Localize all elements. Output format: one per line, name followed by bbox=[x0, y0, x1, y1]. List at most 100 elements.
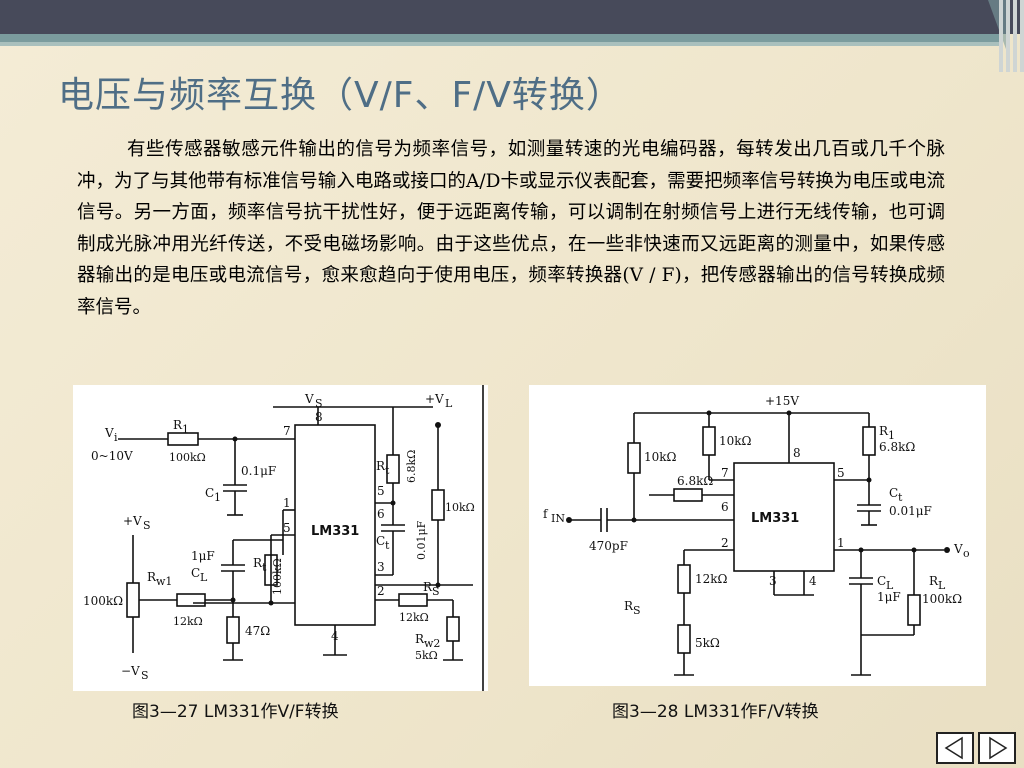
svg-text:L: L bbox=[938, 579, 946, 592]
figure-fv-circuit: LM331 +15V 10kΩ 10kΩ 6.8kΩ R 1 6.8kΩ f I… bbox=[529, 385, 986, 686]
triangle-left-icon bbox=[944, 736, 963, 760]
svg-text:5kΩ: 5kΩ bbox=[695, 636, 720, 650]
svg-text:R: R bbox=[929, 574, 939, 588]
svg-text:t: t bbox=[262, 561, 267, 574]
svg-text:R: R bbox=[415, 632, 425, 646]
svg-text:0.01μF: 0.01μF bbox=[889, 504, 932, 518]
svg-text:L: L bbox=[886, 579, 894, 592]
svg-text:i: i bbox=[114, 431, 118, 444]
svg-text:S: S bbox=[141, 669, 149, 682]
svg-text:6: 6 bbox=[721, 500, 729, 514]
slide-paragraph: 有些传感器敏感元件输出的信号为频率信号，如测量转速的光电编码器，每转发出几百或几… bbox=[77, 139, 945, 318]
fv-chip-label: LM331 bbox=[751, 511, 799, 526]
svg-text:t: t bbox=[898, 491, 903, 504]
svg-text:0.1μF: 0.1μF bbox=[241, 464, 276, 478]
svg-text:C: C bbox=[191, 566, 200, 580]
svg-text:R: R bbox=[423, 580, 433, 594]
svg-text:C: C bbox=[877, 574, 886, 588]
vf-label-vl: +V bbox=[425, 392, 444, 406]
svg-text:12kΩ: 12kΩ bbox=[695, 572, 728, 586]
svg-text:5: 5 bbox=[837, 466, 845, 480]
svg-text:S: S bbox=[432, 585, 440, 598]
svg-text:IN: IN bbox=[551, 512, 565, 525]
svg-text:2: 2 bbox=[721, 536, 729, 550]
svg-text:C: C bbox=[376, 534, 385, 548]
svg-text:12kΩ: 12kΩ bbox=[399, 611, 429, 624]
vf-label-vs: V bbox=[304, 392, 314, 406]
svg-text:−V: −V bbox=[121, 664, 140, 678]
svg-text:1: 1 bbox=[182, 423, 189, 436]
svg-text:10kΩ: 10kΩ bbox=[719, 434, 752, 448]
svg-text:5: 5 bbox=[283, 521, 291, 535]
vf-label-vi-range: 0~10V bbox=[91, 449, 133, 463]
banner-stripe-light bbox=[0, 42, 1000, 46]
fv-lm331-chip-box bbox=[733, 462, 835, 572]
vf-chip-label: LM331 bbox=[311, 524, 359, 539]
svg-text:7: 7 bbox=[283, 424, 291, 438]
svg-text:1: 1 bbox=[837, 536, 845, 550]
svg-text:t: t bbox=[385, 464, 390, 477]
svg-text:6.8kΩ: 6.8kΩ bbox=[879, 440, 915, 454]
svg-text:w1: w1 bbox=[156, 575, 172, 588]
prev-slide-button[interactable] bbox=[936, 732, 974, 764]
figure-vf-circuit: LM331 V S +V L V i 0~10V R 1 100kΩ 0.1μF… bbox=[73, 385, 488, 691]
svg-text:t: t bbox=[385, 539, 390, 552]
svg-text:8: 8 bbox=[793, 446, 801, 460]
vf-label-vi: V bbox=[104, 426, 114, 440]
svg-text:+15V: +15V bbox=[765, 394, 799, 408]
banner-stripe bbox=[0, 34, 1000, 42]
svg-text:4: 4 bbox=[809, 574, 817, 588]
svg-text:V: V bbox=[953, 542, 963, 556]
fv-circuit-diagram: LM331 +15V 10kΩ 10kΩ 6.8kΩ R 1 6.8kΩ f I… bbox=[543, 394, 970, 676]
svg-text:100kΩ: 100kΩ bbox=[271, 558, 284, 595]
svg-text:L: L bbox=[445, 397, 453, 410]
svg-text:47Ω: 47Ω bbox=[245, 624, 270, 638]
svg-text:10kΩ: 10kΩ bbox=[445, 501, 475, 514]
svg-text:R: R bbox=[376, 459, 386, 473]
svg-text:1: 1 bbox=[214, 491, 221, 504]
figure-fv-caption: 图3—28 LM331作F/V转换 bbox=[612, 702, 819, 722]
slide-title: 电压与频率互换（V/F、F/V转换） bbox=[58, 75, 623, 116]
svg-text:6.8kΩ: 6.8kΩ bbox=[405, 450, 418, 483]
next-slide-button[interactable] bbox=[978, 732, 1016, 764]
vf-circuit-diagram: LM331 V S +V L V i 0~10V R 1 100kΩ 0.1μF… bbox=[83, 385, 484, 691]
svg-text:f: f bbox=[543, 507, 549, 521]
svg-text:S: S bbox=[633, 604, 641, 617]
svg-text:3: 3 bbox=[377, 560, 385, 574]
svg-text:10kΩ: 10kΩ bbox=[644, 450, 677, 464]
svg-text:1μF: 1μF bbox=[877, 590, 901, 604]
svg-text:1: 1 bbox=[283, 496, 291, 510]
svg-text:R: R bbox=[173, 418, 183, 432]
svg-text:100kΩ: 100kΩ bbox=[922, 592, 962, 606]
svg-text:R: R bbox=[253, 556, 263, 570]
svg-text:1: 1 bbox=[888, 429, 895, 442]
slide-navigation bbox=[936, 732, 1016, 764]
svg-text:C: C bbox=[889, 486, 898, 500]
svg-text:7: 7 bbox=[721, 466, 729, 480]
svg-text:1μF: 1μF bbox=[191, 549, 215, 563]
svg-text:6.8kΩ: 6.8kΩ bbox=[677, 474, 713, 488]
svg-text:6: 6 bbox=[377, 507, 385, 521]
svg-text:+V: +V bbox=[123, 514, 142, 528]
svg-text:R: R bbox=[624, 599, 634, 613]
svg-text:3: 3 bbox=[769, 574, 777, 588]
svg-text:L: L bbox=[200, 571, 208, 584]
svg-text:12kΩ: 12kΩ bbox=[173, 615, 203, 628]
triangle-right-icon bbox=[989, 736, 1008, 760]
svg-text:S: S bbox=[143, 519, 151, 532]
svg-text:5: 5 bbox=[377, 484, 385, 498]
svg-text:100kΩ: 100kΩ bbox=[169, 451, 206, 464]
svg-text:2: 2 bbox=[377, 584, 385, 598]
svg-text:4: 4 bbox=[331, 629, 339, 643]
svg-text:5kΩ: 5kΩ bbox=[415, 649, 438, 662]
svg-text:w2: w2 bbox=[424, 637, 440, 650]
svg-text:R: R bbox=[147, 570, 157, 584]
svg-text:o: o bbox=[963, 547, 970, 560]
svg-text:R: R bbox=[879, 424, 889, 438]
svg-text:8: 8 bbox=[315, 410, 323, 424]
svg-text:C: C bbox=[205, 486, 214, 500]
svg-text:100kΩ: 100kΩ bbox=[83, 594, 123, 608]
figure-vf-caption: 图3—27 LM331作V/F转换 bbox=[132, 702, 339, 722]
svg-text:S: S bbox=[315, 397, 323, 410]
top-banner bbox=[0, 0, 1024, 34]
